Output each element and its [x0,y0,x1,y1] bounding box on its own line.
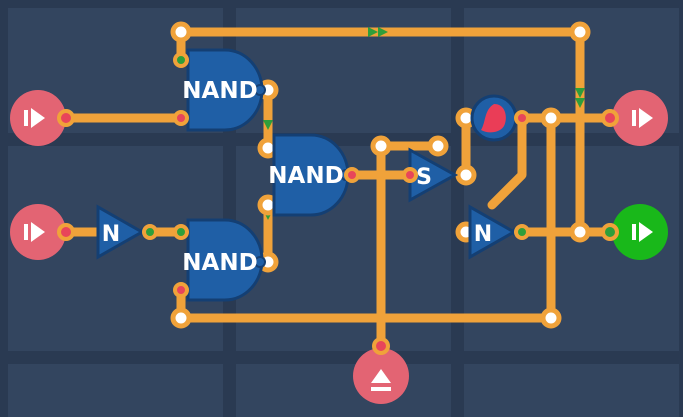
nand-middle-label: NAND [268,163,343,189]
junction-node [370,135,392,157]
play-icon [24,224,28,240]
input-button-bottom[interactable] [353,337,409,404]
pin-output [57,109,75,127]
junction-node [170,307,192,329]
junction-node [569,21,591,43]
play-icon [31,108,45,128]
pin-input [173,224,189,240]
pin-output [57,223,75,241]
not-gate-right[interactable]: N [468,204,530,260]
nand-gate-middle[interactable]: NAND [268,133,360,217]
switch-gate[interactable]: S [402,147,459,203]
switch-label: S [416,165,432,190]
nand-gate-top[interactable]: NAND [173,48,266,132]
pin-output [514,224,530,240]
play-icon [632,224,636,240]
wire-bottom-loop [176,113,556,323]
not-gate-left[interactable]: N [96,204,158,260]
input-button-bottom-left[interactable] [10,204,75,260]
eject-icon [371,387,391,391]
pin-input [601,223,619,241]
output-top-right[interactable] [601,90,668,146]
pin-output [344,167,360,183]
play-icon [31,222,45,242]
pin-output [142,224,158,240]
junction-node [540,307,562,329]
not-left-label: N [102,222,120,247]
play-icon [632,110,636,126]
play-icon [24,110,28,126]
junction-node [540,107,562,129]
pin-output [372,337,390,355]
not-right-label: N [474,222,492,247]
pin-output [514,110,530,126]
junction-node [170,21,192,43]
pin-input [173,52,189,68]
eject-icon [371,369,391,383]
play-icon [639,222,653,242]
nand-gate-bottom[interactable]: NAND [173,218,266,302]
led-indicator [470,94,530,142]
wire-diag-not [487,113,527,210]
nand-bottom-label: NAND [182,250,257,276]
play-icon [639,108,653,128]
nand-top-label: NAND [182,78,257,104]
pin-input [173,110,189,126]
output-green-right[interactable] [601,204,668,260]
junction-node [427,135,449,157]
input-button-top-left[interactable] [10,90,75,146]
pin-input [601,109,619,127]
junction-node [569,221,591,243]
pin-input [173,282,189,298]
junction-node [455,164,477,186]
pin-input [402,167,418,183]
